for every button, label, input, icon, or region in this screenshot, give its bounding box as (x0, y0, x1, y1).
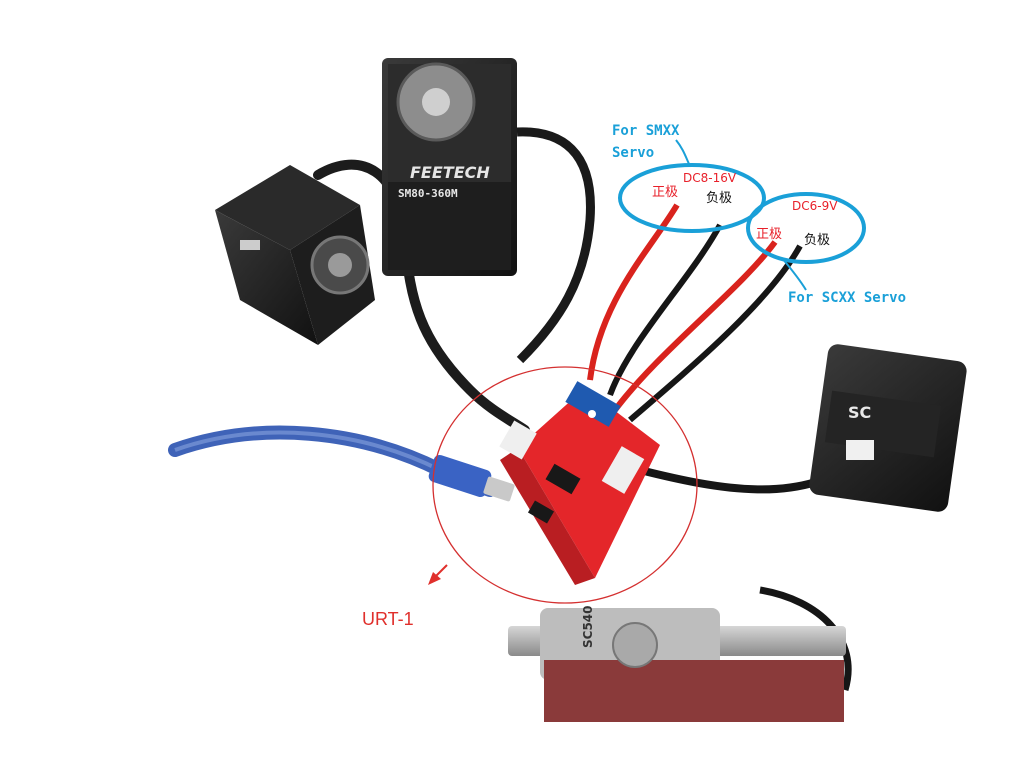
servo-bottom-cable (759, 586, 852, 692)
scxx-positive: 正极 (756, 227, 783, 242)
smxx-voltage: DC8-16V (683, 171, 737, 185)
scxx-label: For SCXX Servo (788, 290, 907, 306)
servo-bottom-model: SC540 (581, 606, 595, 649)
board-highlight-circle (432, 366, 698, 604)
smxx-label-line1: For SMXX (612, 123, 680, 139)
scxx-callout-ellipse (746, 192, 866, 264)
servo-bottom: SC540 (508, 606, 846, 722)
servo-top-brand: FEETECH (410, 163, 490, 182)
port-label: URT-1 (362, 609, 414, 629)
servo-top-model: SM80-360M (398, 187, 458, 200)
servo-left (215, 165, 375, 345)
servo-right-model: SC (848, 403, 871, 422)
control-board (499, 381, 660, 585)
servo-right: SC (809, 344, 967, 512)
scxx-negative: 负极 (804, 233, 831, 248)
braided-cable (313, 159, 530, 435)
smxx-positive: 正极 (652, 185, 679, 200)
servo-top: FEETECH SM80-360M (382, 58, 595, 364)
power-wires (587, 203, 803, 423)
smxx-callout-ellipse (618, 163, 766, 233)
urt-arrow (428, 564, 448, 585)
smxx-negative: 负极 (706, 191, 733, 206)
smxx-pointer-line (675, 139, 691, 167)
usb-cable (168, 425, 515, 502)
scxx-voltage: DC6-9V (792, 199, 838, 213)
smxx-label-line2: Servo (612, 145, 655, 161)
scxx-pointer-line (781, 257, 807, 291)
